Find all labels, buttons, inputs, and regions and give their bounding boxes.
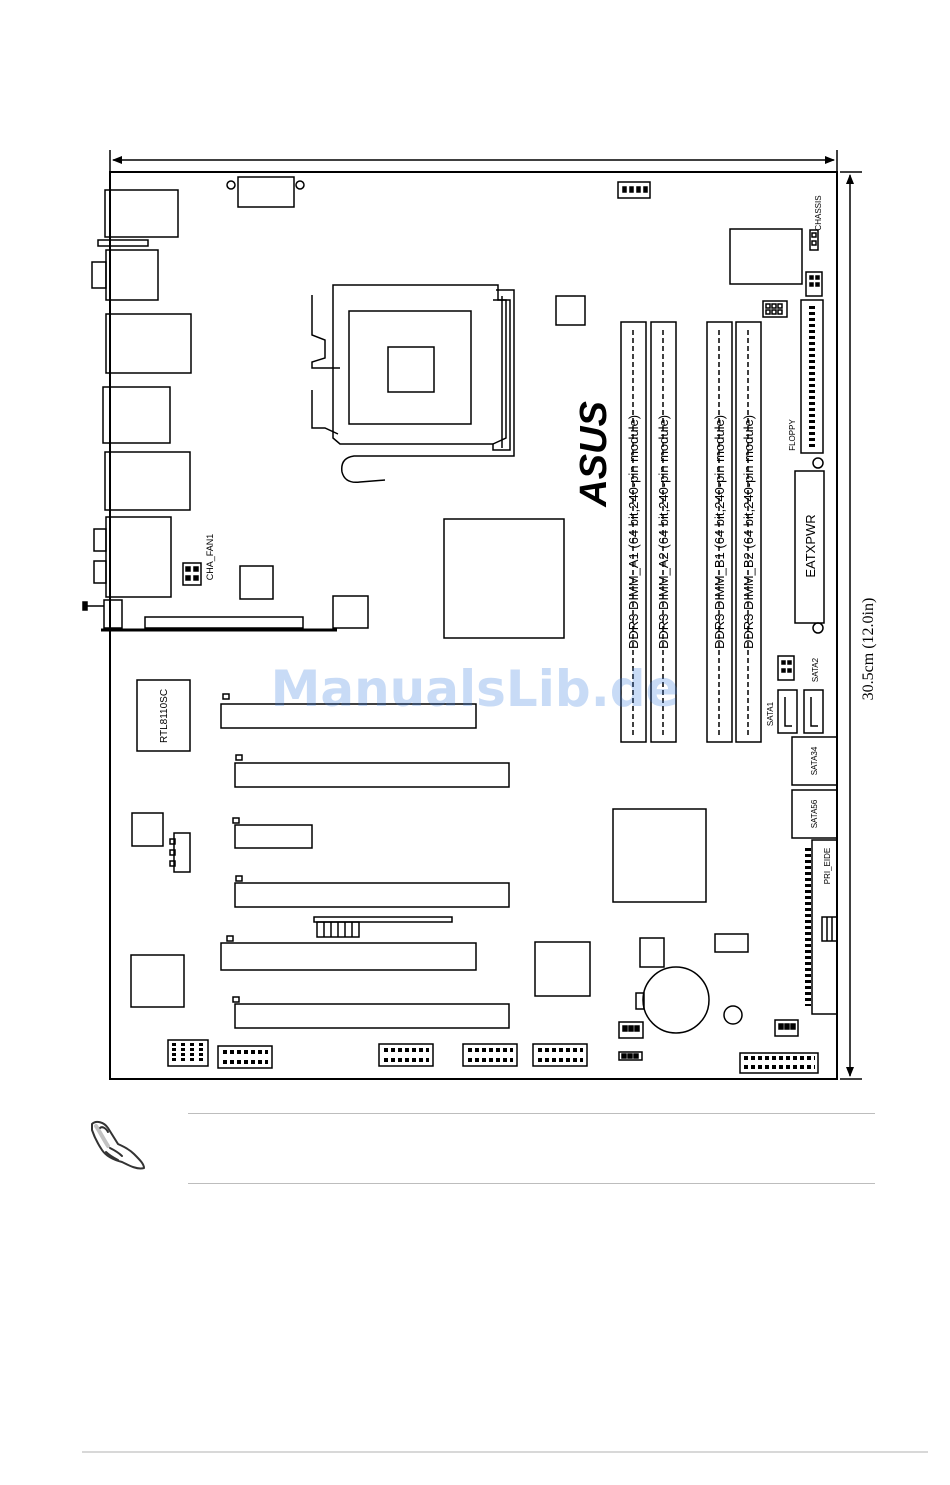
cpu-fan-header-right xyxy=(806,272,822,296)
top-com-connector xyxy=(227,177,304,207)
height-dimension-line xyxy=(840,172,862,1079)
bios-chip xyxy=(535,942,590,996)
small-rect-chip xyxy=(715,934,748,952)
cha-fan1-header xyxy=(183,563,201,585)
small-jumper-grid xyxy=(763,301,787,317)
audio-chip xyxy=(145,617,303,628)
clrtc-header xyxy=(619,1022,643,1038)
sata1-label: SATA1 xyxy=(766,701,775,726)
width-dimension-line xyxy=(110,150,837,172)
buzzer xyxy=(724,1006,742,1024)
small-chip-left xyxy=(132,813,163,846)
cpu-fan-header xyxy=(618,182,650,198)
dimm-b2-label: DDR3 DIMM_B2 (64 bit,240-pin module) xyxy=(741,415,756,649)
pri-eide-label: PRI_EIDE xyxy=(823,848,832,884)
footer-rule xyxy=(82,1451,928,1453)
pwr-fan-header xyxy=(775,1020,798,1036)
watermark: ManualsLib.de xyxy=(271,660,680,718)
led-header xyxy=(619,1052,642,1060)
super-io-chip xyxy=(730,229,802,284)
io-chip-small xyxy=(333,596,368,628)
pointing-hand-note-icon xyxy=(82,1114,150,1172)
cmos-battery xyxy=(636,967,709,1033)
chassis-header xyxy=(810,230,818,250)
expansion-slots xyxy=(221,694,509,1028)
height-dimension-label: 30.5cm (12.0in) xyxy=(860,598,877,701)
rtl-chip-label: RTL8110SC xyxy=(159,689,170,743)
fan-chip xyxy=(240,566,273,599)
aux-fan-header xyxy=(170,833,190,872)
sata2-label: SATA2 xyxy=(811,657,820,682)
floppy-label: FLOPPY xyxy=(788,419,797,451)
sata56-label: SATA56 xyxy=(810,799,819,828)
cha-fan1-label: CHA_FAN1 xyxy=(205,534,215,581)
dimm-b1-label: DDR3 DIMM_B1 (64 bit,240-pin module) xyxy=(712,415,727,649)
cpu-socket xyxy=(312,285,514,482)
socket-chip xyxy=(556,296,585,325)
audio-codec-chip xyxy=(131,955,184,1007)
asus-logo: ASUS xyxy=(573,401,615,508)
note-bottom-rule xyxy=(188,1183,875,1184)
bottom-pin-headers xyxy=(168,1040,818,1073)
sata34-label: SATA34 xyxy=(810,746,819,775)
floppy-connector xyxy=(801,300,823,468)
sata-headers xyxy=(778,656,837,838)
northbridge-chip xyxy=(444,519,564,638)
southbridge-chip xyxy=(613,809,706,902)
eatxpwr-label: EATXPWR xyxy=(803,514,818,577)
dimm-a1-label: DDR3 DIMM_A1 (64 bit,240-pin module) xyxy=(626,415,641,649)
chassis-label: CHASSIS xyxy=(814,195,823,230)
note-top-rule xyxy=(188,1113,875,1114)
rear-io-panel xyxy=(83,190,191,628)
dimm-a2-label: DDR3 DIMM_A2 (64 bit,240-pin module) xyxy=(656,415,671,649)
small-square-chip xyxy=(640,938,664,967)
front-panel-jumper-strip xyxy=(314,917,452,937)
